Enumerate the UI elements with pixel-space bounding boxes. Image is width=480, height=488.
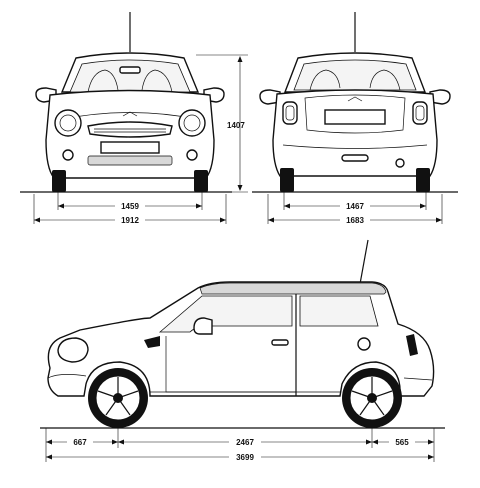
rear-seat-left <box>309 69 341 91</box>
front-windshield <box>69 59 191 93</box>
side-wheel-front <box>88 368 148 428</box>
rear-width-dimensions: 1467 1683 <box>267 192 443 225</box>
side-door-handle <box>271 339 289 346</box>
front-height-dimension: 1407 <box>196 54 248 193</box>
rear-tyre-left <box>280 168 294 192</box>
rear-window <box>293 59 417 91</box>
front-foglight-left <box>62 149 74 161</box>
rear-exhaust <box>395 158 405 168</box>
side-fuel-cap <box>357 337 371 351</box>
wheelbase-label: 2467 <box>236 438 254 447</box>
front-width-label: 1912 <box>121 216 139 225</box>
side-taillight <box>406 334 418 356</box>
side-view <box>47 239 435 397</box>
rear-track-label: 1467 <box>346 202 364 211</box>
front-foglight-right <box>186 149 198 161</box>
front-tyre-right <box>194 170 208 192</box>
side-front-bumper <box>47 374 87 379</box>
rear-taillight-right <box>412 101 428 125</box>
front-track-label: 1459 <box>121 202 139 211</box>
side-mirror <box>193 317 213 335</box>
overall-length-label: 3699 <box>236 453 254 462</box>
front-mirror-inner <box>119 66 141 74</box>
side-window-rear <box>299 295 379 327</box>
front-height-label: 1407 <box>227 121 245 130</box>
front-headlight-left-inner <box>59 114 77 132</box>
front-badge <box>122 111 138 117</box>
rear-seat-right <box>369 69 401 91</box>
rear-plate <box>324 109 386 125</box>
rear-view <box>252 12 458 193</box>
side-roof-panel <box>199 282 387 295</box>
front-grille-slats <box>94 128 166 133</box>
rear-taillight-left <box>282 101 298 125</box>
front-headlight-right-inner <box>183 114 201 132</box>
rear-overhang-label: 565 <box>395 438 409 447</box>
rear-bumper-slot <box>341 154 369 162</box>
front-width-dimensions: 1459 1912 <box>33 192 227 225</box>
front-view <box>20 12 232 193</box>
rear-tailgate <box>304 94 406 134</box>
rear-tyre-right <box>416 168 430 192</box>
rear-badge <box>347 96 363 102</box>
side-indicator <box>144 336 160 348</box>
side-dimensions: 667 2467 565 3699 <box>45 428 435 462</box>
front-seat-right <box>141 69 173 93</box>
side-headlight <box>57 337 89 363</box>
side-antenna <box>359 239 369 285</box>
side-wheel-rear <box>342 368 402 428</box>
front-headlight-left <box>54 109 82 137</box>
front-overhang-label: 667 <box>73 438 87 447</box>
front-headlight-right <box>178 109 206 137</box>
front-grille-lower <box>87 155 173 166</box>
front-tyre-left <box>52 170 66 192</box>
front-plate <box>100 141 160 154</box>
front-grille-upper <box>87 121 173 138</box>
rear-width-label: 1683 <box>346 216 364 225</box>
side-rear-bumper <box>403 377 433 381</box>
rear-bumper-line <box>282 144 428 149</box>
front-seat-left <box>87 69 119 93</box>
